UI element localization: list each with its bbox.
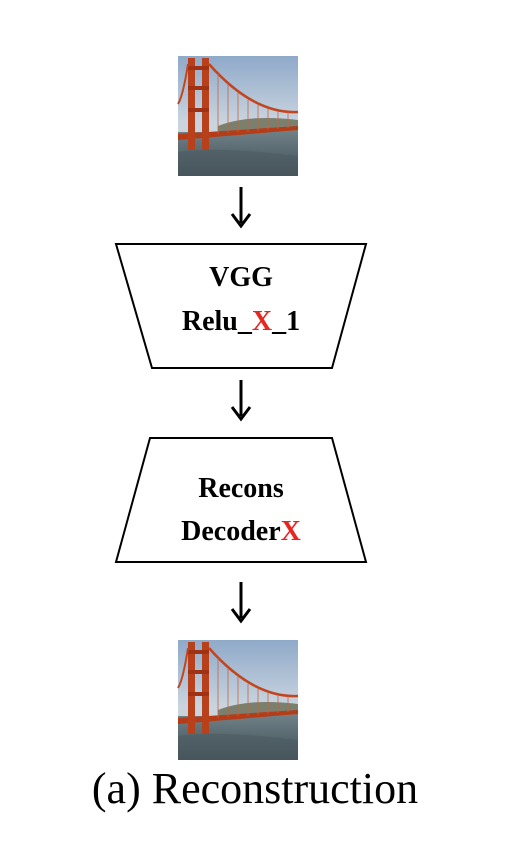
decoder-block: [114, 437, 368, 563]
decoder-line2: DecoderX: [181, 516, 301, 547]
decoder-variable: X: [281, 516, 301, 547]
arrow-down-icon: [230, 187, 252, 229]
encoder-block: [114, 243, 368, 369]
encoder-variable: X: [252, 306, 272, 337]
input-image: [176, 54, 300, 178]
figure-caption: (a) Reconstruction: [91, 764, 419, 813]
decoder-line1: Recons: [198, 473, 284, 504]
arrow-down-icon: [230, 582, 252, 624]
output-image: [176, 638, 300, 762]
encoder-line1: VGG: [209, 262, 273, 293]
encoder-line2: Relu_X_1: [182, 306, 300, 337]
arrow-down-icon: [230, 380, 252, 422]
